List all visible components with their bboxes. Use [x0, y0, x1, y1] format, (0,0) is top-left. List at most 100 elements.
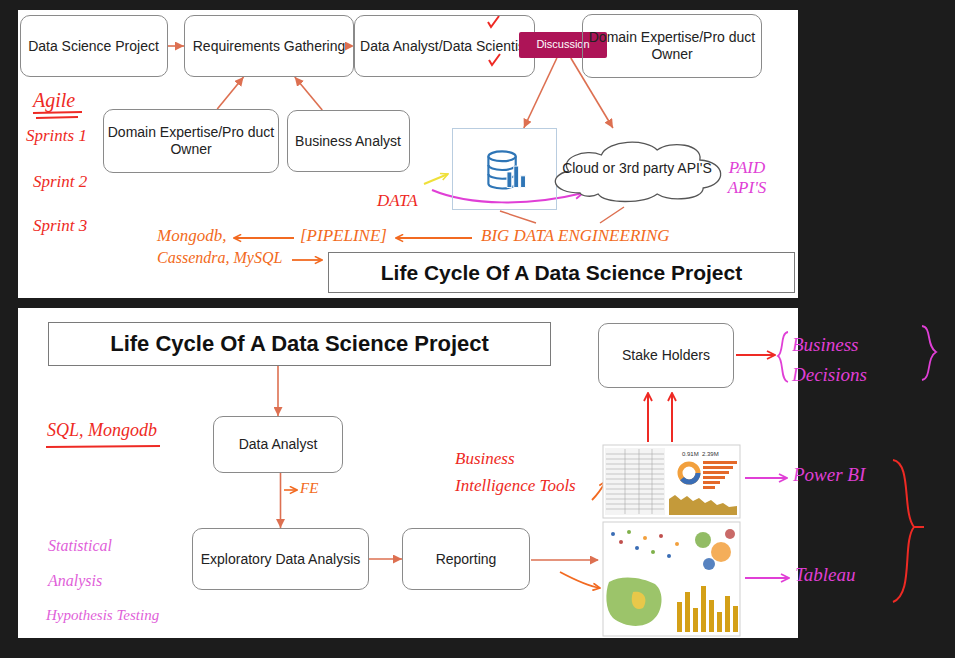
- bar-chart: [677, 586, 738, 632]
- handwritten-note: [PIPELINE]: [300, 226, 387, 246]
- cloud-shape: Cloud or 3rd party API'S: [539, 128, 736, 208]
- bubble: [725, 529, 735, 539]
- title-box: Life Cycle Of A Data Science Project: [48, 322, 551, 366]
- cloud-outline: [555, 142, 720, 201]
- box-label: Domain Expertise/Pro duct Owner: [583, 29, 761, 63]
- handwritten-note: Agile: [33, 88, 75, 112]
- dashboard-frame: [603, 445, 740, 518]
- box-label: Business Analyst: [295, 133, 401, 150]
- database-icon: [488, 151, 515, 161]
- handwritten-note: Tableau: [795, 564, 856, 587]
- hand-arrow: [671, 393, 673, 442]
- handwritten-note: Power BI: [793, 464, 865, 487]
- box-label: Data Analyst/Data Scientist: [360, 38, 529, 55]
- scatter-dot: [651, 550, 655, 554]
- flow-arrow: [524, 58, 557, 128]
- box-label: Life Cycle Of A Data Science Project: [110, 331, 489, 357]
- handwritten-note: Business Decisions: [792, 330, 907, 391]
- bubble: [695, 532, 711, 548]
- handwritten-note: BIG DATA ENGINEERING: [478, 226, 673, 246]
- process-box: Business Analyst: [287, 110, 410, 172]
- scatter-dot: [635, 546, 639, 550]
- process-box: Exploratory Data Analysis: [192, 528, 369, 590]
- process-box: Stake Holders: [598, 323, 734, 388]
- flow-arrow: [217, 77, 243, 109]
- process-box: Data Analyst/Data Scientist: [354, 15, 535, 77]
- process-box: Domain Expertise/Pro duct Owner: [582, 14, 762, 78]
- slide-panel: [18, 308, 798, 638]
- box-label: Life Cycle Of A Data Science Project: [381, 260, 742, 285]
- scatter-dot: [643, 536, 647, 540]
- curly-brace: [893, 460, 924, 602]
- hand-arrow: [432, 190, 583, 202]
- scatter-dot: [619, 540, 623, 544]
- donut-chart: [680, 464, 698, 482]
- flow-arrow: [277, 366, 279, 416]
- area-chart: [669, 495, 737, 515]
- database-box: DATA: [452, 128, 557, 210]
- dashboard-frame: [603, 522, 740, 636]
- database-icon: [453, 129, 556, 209]
- flow-arrow: [369, 558, 402, 560]
- handwritten-note: Cassendra, MySQL: [157, 248, 282, 267]
- handwritten-note: Hypothesis Testing: [46, 606, 159, 624]
- process-box: Data Analyst: [213, 416, 343, 473]
- handwritten-note: FE: [300, 479, 318, 497]
- curly-brace: [922, 326, 936, 380]
- process-box: Domain Expertise/Pro duct Owner: [103, 109, 279, 173]
- bar-icon: [507, 166, 526, 187]
- slide-panel: [18, 10, 798, 298]
- flow-arrow: [168, 45, 185, 47]
- hand-arrow: [736, 354, 775, 356]
- title-box: Life Cycle Of A Data Science Project: [328, 252, 795, 293]
- flow-arrow: [295, 77, 322, 110]
- handwritten-note: PAID API'S: [712, 158, 782, 199]
- hand-arrow: [424, 174, 448, 184]
- dashboard-image: [603, 445, 740, 518]
- handwritten-note: Business Intelligence Tools: [455, 445, 595, 499]
- flow-arrow: [571, 58, 613, 128]
- box-label: Data Science Project: [28, 38, 159, 55]
- bar-chart: [703, 461, 737, 489]
- flow-arrow: [531, 559, 598, 561]
- handwritten-note: Sprint 2: [33, 172, 87, 192]
- box-label: Stake Holders: [622, 347, 710, 364]
- table-area: [605, 448, 665, 515]
- box-label: Exploratory Data Analysis: [201, 551, 361, 568]
- process-box: Requirements Gathering: [184, 15, 354, 77]
- map-shape: [632, 592, 646, 609]
- underline: [33, 112, 82, 118]
- underline: [46, 446, 160, 447]
- box-label: Requirements Gathering: [193, 38, 346, 55]
- handwritten-note: DATA: [377, 191, 418, 211]
- process-box: Data Science Project: [20, 15, 168, 77]
- box-label: Domain Expertise/Pro duct Owner: [104, 124, 278, 158]
- handwritten-note: Sprint 3: [33, 216, 87, 236]
- box-label: Cloud or 3rd party API'S: [562, 160, 712, 177]
- scatter-dot: [627, 530, 631, 534]
- donut-chart: [680, 464, 698, 482]
- box-label: Reporting: [436, 551, 497, 568]
- scatter-dot: [611, 532, 615, 536]
- handwritten-note: SQL, Mongodb: [47, 420, 157, 442]
- scatter-dot: [675, 542, 679, 546]
- scatter-dot: [659, 534, 663, 538]
- handwritten-note: Mongodb,: [157, 226, 226, 246]
- dashboard-image: [603, 522, 740, 636]
- box-label: Data Analyst: [239, 436, 318, 453]
- hand-arrow: [560, 572, 600, 588]
- table-lines: [606, 449, 664, 514]
- hand-arrow: [292, 259, 322, 261]
- bubble: [703, 558, 715, 570]
- hand-arrow: [234, 237, 294, 239]
- flow-arrow: [280, 473, 282, 528]
- hand-arrow: [284, 489, 297, 491]
- hand-arrow: [396, 237, 472, 239]
- hand-arrow: [745, 577, 789, 579]
- hand-arrow: [647, 393, 649, 442]
- handwritten-note: Statistical Analysis: [48, 528, 153, 598]
- process-box: Reporting: [402, 528, 530, 590]
- chart-value: 2.39M: [702, 451, 719, 458]
- curly-brace: [778, 332, 788, 382]
- bubble: [711, 542, 731, 562]
